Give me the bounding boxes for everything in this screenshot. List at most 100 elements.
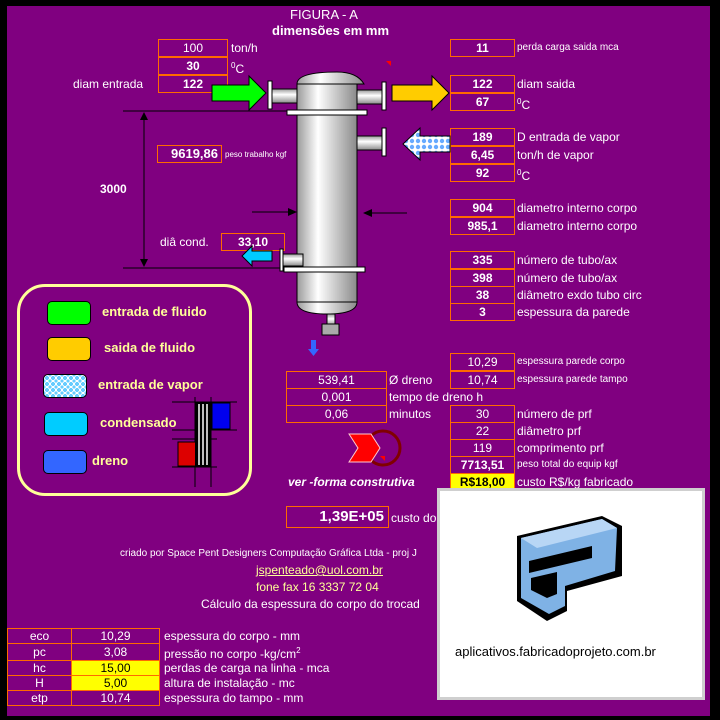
baffle-length-cell[interactable]: 119 [450,439,515,457]
legend-drain-swatch [43,450,87,474]
calc-desc-sup: 2 [296,645,301,655]
inlet-temp-cell[interactable]: 30 [158,57,228,75]
work-weight-label: peso trabalho kgf [225,150,287,159]
legend-inlet-label: entrada de fluido [102,304,207,319]
tubes-count-label: número de tubo/ax [517,253,618,267]
total-weight-label: peso total do equip kgf [517,459,618,470]
outlet-arrow [391,74,450,112]
drain-time-label: tempo de dreno h [389,390,484,404]
logo-panel[interactable]: aplicativos.fabricadoprojeto.com.br [437,488,705,700]
body-diam-internal-cell[interactable]: 904 [450,199,515,217]
inlet-flow-unit: ton/h [231,41,258,55]
calc-desc: perdas de carga na linha - mca [160,661,330,676]
spreadsheet-sheet: FIGURA - A dimensões em mm 100 ton/h 30 … [7,6,711,716]
height-dimension: 3000 [100,182,127,196]
calc-value[interactable]: 3,08 [71,643,160,661]
calc-desc-text: altura de instalação - mc [164,676,295,690]
drain-time-cell[interactable]: 0,001 [286,388,387,406]
baffle-count-label: número de prf [517,407,592,421]
outlet-loss-cell[interactable]: 11 [450,39,515,57]
calc-value[interactable]: 15,00 [71,660,160,676]
drain-minutes-cell[interactable]: 0,06 [286,405,387,423]
calc-value[interactable]: 5,00 [71,675,160,691]
steam-temp-unit: 0C [517,168,531,183]
calc-key: hc [7,660,72,676]
calc-desc-text: espessura do corpo - mm [164,629,301,643]
legend-steam-label: entrada de vapor [98,377,203,392]
outlet-diam-cell[interactable]: 122 [450,75,515,93]
legend-drain-label: dreno [92,453,129,468]
cost-per-kg-label: custo R$/kg fabricado [517,475,634,489]
outlet-temp-cell[interactable]: 67 [450,93,515,111]
calc-desc-text: pressão no corpo -kg/cm [164,646,297,661]
outlet-temp-unit: 0C [517,97,531,112]
email-link[interactable]: jspenteado@uol.com.br [256,563,383,577]
tube-wall-label: espessura da parede [517,305,630,319]
tube-diam-label: diâmetro exdo tubo circ [517,288,642,302]
total-weight-cell[interactable]: 7713,51 [450,456,515,474]
shell-thickness-cell[interactable]: 10,29 [450,353,515,371]
legend-outlet-label: saida de fluido [104,340,196,355]
tubes-count-2-label: número de tubo/ax [517,271,618,285]
tube-wall-cell[interactable]: 3 [450,303,515,321]
calc-desc-text: espessura do tampo - mm [164,691,304,705]
tube-sheet-icon [172,397,237,487]
credits-text: criado por Space Pent Designers Computaç… [120,548,417,559]
inlet-temp-unit: 0C [231,61,245,76]
calc-title: Cálculo da espessura do corpo do trocad [201,597,420,611]
shell-thickness-label: espessura parede corpo [517,356,625,367]
condensate-arrow [241,244,273,268]
head-thickness-cell[interactable]: 10,74 [450,371,515,389]
steam-arrow [402,126,451,162]
baffle-count-cell[interactable]: 30 [450,405,515,423]
tubes-count-cell[interactable]: 335 [450,251,515,269]
outlet-diam-label: diam saida [517,77,576,91]
inlet-flow-cell[interactable]: 100 [158,39,228,57]
calc-desc: altura de instalação - mc [160,676,330,691]
drain-diam-label: Ø dreno [389,373,433,387]
drain-arrow [311,340,316,350]
logo-url[interactable]: aplicativos.fabricadoprojeto.com.br [455,644,656,659]
baffle-diam-cell[interactable]: 22 [450,422,515,440]
sheet-edge [710,6,711,716]
construct-form-button[interactable] [347,424,407,474]
calc-value[interactable]: 10,74 [71,690,160,706]
calc-desc: pressão no corpo -kg/cm2 [160,644,330,661]
baffle-length-label: comprimento prf [517,441,604,455]
legend-steam-swatch [43,374,87,398]
drain-diam-cell[interactable]: 539,41 [286,371,387,389]
body-diam-internal-2-cell[interactable]: 985,1 [450,217,515,235]
baffle-diam-label: diâmetro prf [517,424,582,438]
work-weight-cell[interactable]: 9619,86 [157,145,222,163]
inlet-arrow [211,74,267,112]
legend-box: entrada de fluido saida de fluido entrad… [17,284,252,496]
inlet-diam-cell[interactable]: 122 [158,75,228,93]
calc-key: pc [7,643,72,661]
steam-diam-label: D entrada de vapor [517,130,620,144]
body-diam-internal-2-label: diametro interno corpo [517,219,638,233]
total-cost-label: custo do [391,511,437,525]
fp-logo-icon [517,516,622,621]
calc-desc-text: perdas de carga na linha - mca [164,661,330,675]
total-cost-cell[interactable]: 1,39E+05 [286,506,389,528]
dimensions-subtitle: dimensões em mm [272,23,390,38]
legend-inlet-swatch [47,301,91,325]
steam-flow-label: ton/h de vapor [517,148,594,162]
legend-condensate-swatch [44,412,88,436]
calc-value[interactable]: 10,29 [71,628,160,644]
calc-key: etp [7,690,72,706]
construct-form-link[interactable]: ver -forma construtiva [288,475,415,489]
calc-key: H [7,675,72,691]
steam-temp-cell[interactable]: 92 [450,164,515,182]
figure-title: FIGURA - A [290,7,358,22]
steam-flow-cell[interactable]: 6,45 [450,146,515,164]
legend-outlet-swatch [47,337,91,361]
calc-desc: espessura do corpo - mm [160,629,330,644]
outlet-loss-label: perda carga saida mca [517,42,619,53]
